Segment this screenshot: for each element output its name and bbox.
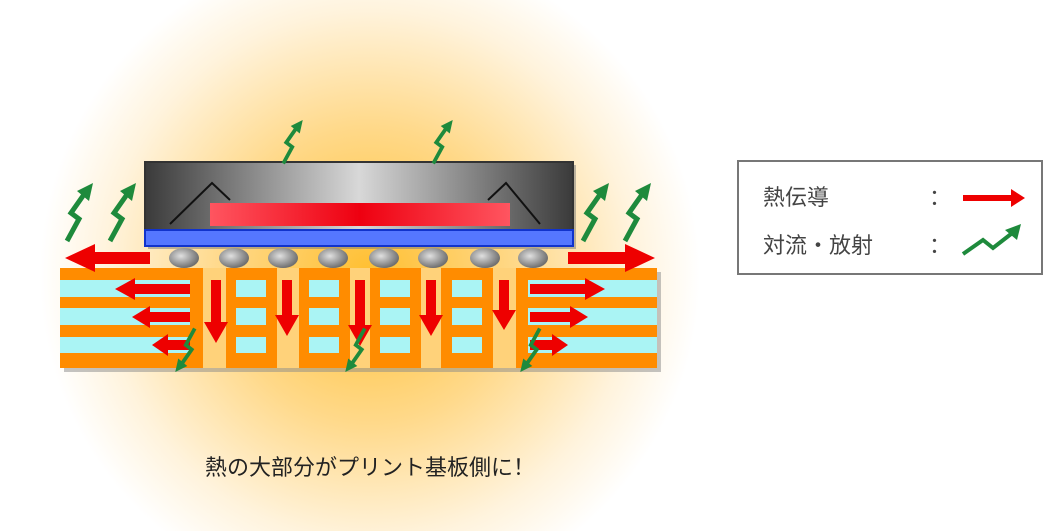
legend-label-conduction: 熱伝導 xyxy=(763,186,830,211)
legend: 熱伝導 ： 対流・放射 ： xyxy=(737,160,1043,275)
red-arrow-icon xyxy=(963,189,1025,207)
legend-separator: ： xyxy=(929,186,952,211)
legend-separator: ： xyxy=(929,234,952,259)
heat-conduction-arrows xyxy=(65,244,655,356)
heat-glow xyxy=(0,0,740,531)
solder-balls xyxy=(169,248,548,268)
legend-label-convection: 対流・放射 xyxy=(763,234,874,259)
green-zigzag-arrow-icon xyxy=(961,224,1021,256)
ic-package xyxy=(144,161,576,249)
die xyxy=(210,203,510,226)
caption: 熱の大部分がプリント基板側に！ xyxy=(204,456,535,481)
